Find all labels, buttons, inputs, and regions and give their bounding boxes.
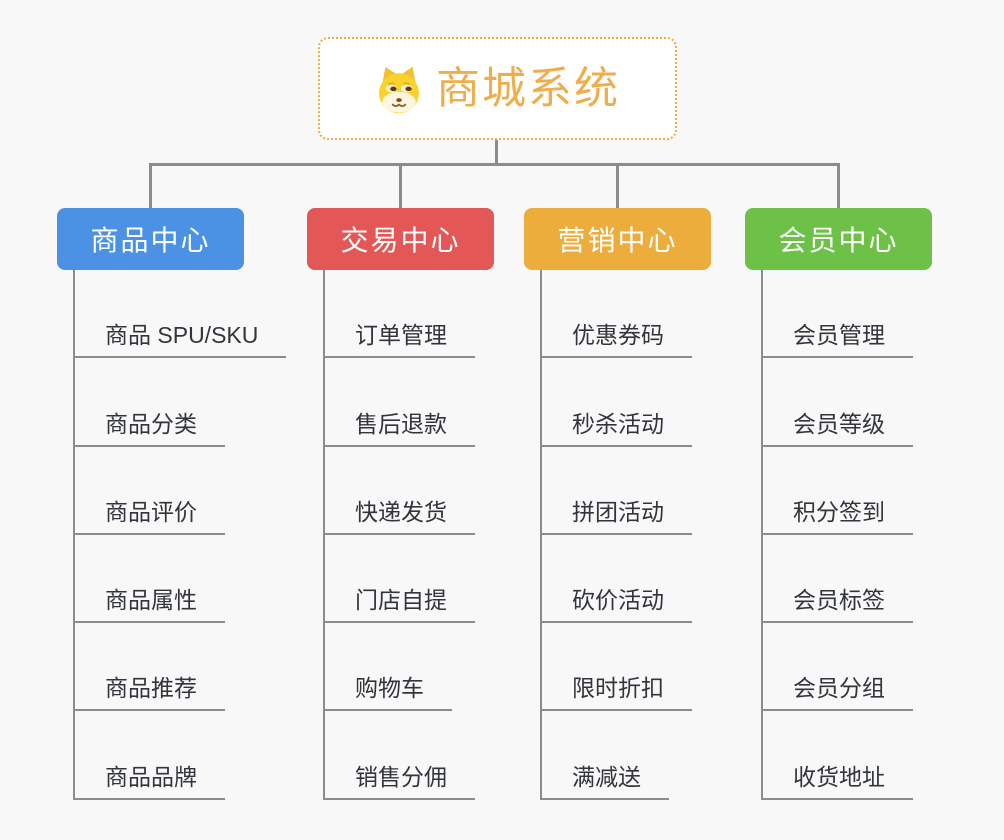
- branch-leaves: 商品 SPU/SKU 商品分类 商品评价 商品属性 商品推荐 商品品牌: [73, 270, 287, 800]
- leaf-node[interactable]: 优惠券码: [542, 270, 692, 359]
- leaf-node[interactable]: 商品 SPU/SKU: [75, 270, 287, 359]
- connector-branch-drop: [399, 163, 402, 208]
- leaf-node[interactable]: 商品属性: [75, 535, 225, 624]
- leaf-node[interactable]: 拼团活动: [542, 447, 692, 535]
- branch-header-member[interactable]: 会员中心: [745, 208, 932, 270]
- root-title: 商城系统: [436, 63, 620, 113]
- branch-leaves: 订单管理 售后退款 快递发货 门店自提 购物车 销售分佣: [323, 270, 475, 800]
- leaf-node[interactable]: 砍价活动: [542, 535, 692, 624]
- leaf-node[interactable]: 商品评价: [75, 447, 225, 535]
- leaf-node[interactable]: 购物车: [325, 623, 452, 712]
- leaf-node[interactable]: 积分签到: [763, 447, 913, 535]
- branch-header-marketing[interactable]: 营销中心: [524, 208, 711, 270]
- connector-branch-drop: [616, 163, 619, 208]
- leaf-node[interactable]: 订单管理: [325, 270, 475, 359]
- leaf-node[interactable]: 满减送: [542, 711, 669, 800]
- branch-header-product[interactable]: 商品中心: [57, 208, 244, 270]
- root-node[interactable]: 商城系统: [318, 37, 677, 140]
- branch-product-center: 商品中心 商品 SPU/SKU 商品分类 商品评价 商品属性 商品推荐 商品品牌: [57, 163, 287, 800]
- branch-member-center: 会员中心 会员管理 会员等级 积分签到 会员标签 会员分组 收货地址: [745, 163, 932, 800]
- leaf-node[interactable]: 快递发货: [325, 447, 475, 535]
- leaf-node[interactable]: 售后退款: [325, 358, 475, 447]
- leaf-node[interactable]: 会员管理: [763, 270, 913, 359]
- leaf-node[interactable]: 会员分组: [763, 623, 913, 712]
- branch-trade-center: 交易中心 订单管理 售后退款 快递发货 门店自提 购物车 销售分佣: [307, 163, 494, 800]
- leaf-node[interactable]: 商品品牌: [75, 711, 225, 800]
- doge-icon: [375, 62, 423, 115]
- leaf-node[interactable]: 会员标签: [763, 535, 913, 624]
- leaf-node[interactable]: 商品分类: [75, 358, 225, 447]
- branch-leaves: 优惠券码 秒杀活动 拼团活动 砍价活动 限时折扣 满减送: [540, 270, 692, 800]
- branch-leaves: 会员管理 会员等级 积分签到 会员标签 会员分组 收货地址: [761, 270, 913, 800]
- leaf-node[interactable]: 门店自提: [325, 535, 475, 624]
- leaf-node[interactable]: 收货地址: [763, 711, 913, 800]
- branch-marketing-center: 营销中心 优惠券码 秒杀活动 拼团活动 砍价活动 限时折扣 满减送: [524, 163, 711, 800]
- leaf-node[interactable]: 商品推荐: [75, 623, 225, 712]
- leaf-node[interactable]: 秒杀活动: [542, 358, 692, 447]
- connector-branch-drop: [149, 163, 152, 208]
- leaf-node[interactable]: 限时折扣: [542, 623, 692, 712]
- leaf-node[interactable]: 会员等级: [763, 358, 913, 447]
- branch-header-trade[interactable]: 交易中心: [307, 208, 494, 270]
- connector-bus: [149, 163, 840, 166]
- connector-branch-drop: [837, 163, 840, 208]
- connector-root-drop: [495, 140, 498, 166]
- leaf-node[interactable]: 销售分佣: [325, 711, 475, 800]
